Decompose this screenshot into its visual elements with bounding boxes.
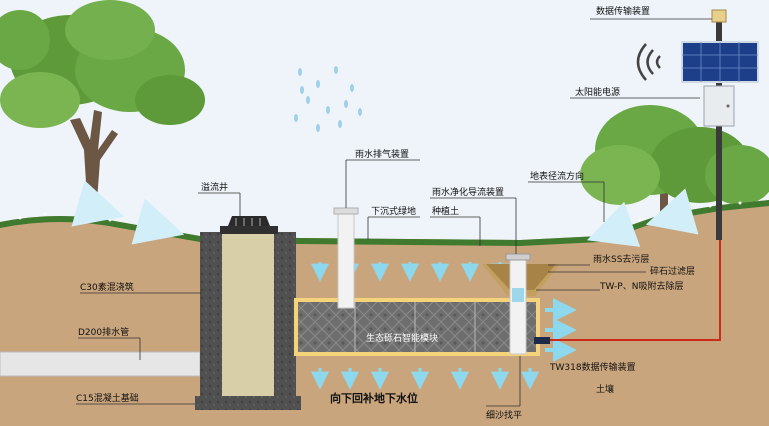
- label-groundwater-recharge: 向下回补地下水位: [330, 391, 418, 405]
- label-planting-soil: 种植土: [432, 205, 459, 217]
- d200-drain-pipe: [0, 351, 201, 377]
- label-eco-smart-module: 生态砾石智能模块: [366, 332, 438, 344]
- leader-lines: [76, 18, 712, 407]
- rain-drops-icon: [294, 66, 362, 132]
- rain-purify-diversion-device: [482, 253, 560, 355]
- label-c15-concrete-foundation: C15混凝土基础: [76, 392, 139, 404]
- surface-runoff-arrows: [71, 180, 699, 247]
- tw318-sensor: [534, 337, 550, 344]
- rain-exhaust-device: [333, 207, 359, 309]
- label-c30-concrete-pouring: C30素混浇筑: [80, 281, 134, 293]
- label-tw318-data-device: TW318数据传输装置: [549, 361, 636, 373]
- wireless-signal-icon: [636, 43, 661, 81]
- label-surface-runoff-direction: 地表径流方向: [530, 170, 584, 182]
- label-gravel-filter-layer: 碎石过滤层: [650, 265, 695, 277]
- label-fine-sand-leveling: 细沙找平: [486, 409, 522, 421]
- outflow-arrows: [545, 298, 577, 362]
- overflow-well: [195, 216, 301, 410]
- label-d200-drain-pipe: D200排水管: [78, 326, 129, 338]
- data-cable: [550, 225, 721, 341]
- label-overflow-well: 溢流井: [201, 181, 228, 193]
- label-rain-exhaust-device: 雨水排气装置: [355, 148, 409, 160]
- label-rain-ss-removal-layer: 雨水SS去污层: [593, 253, 649, 265]
- left-tree: [0, 0, 205, 215]
- eco-smart-module: [294, 298, 540, 356]
- label-data-transmission-device: 数据传输装置: [596, 5, 650, 17]
- right-tree: [580, 105, 769, 220]
- label-solar-panel: 太阳能电源: [575, 86, 620, 98]
- label-sunken-green-space: 下沉式绿地: [371, 205, 416, 217]
- monitoring-station: [681, 9, 759, 240]
- label-soil: 土壤: [596, 383, 614, 395]
- label-tw-pn-removal-layer: TW-P、N吸附去除层: [599, 280, 683, 292]
- label-rain-purify-diversion-device: 雨水净化导流装置: [432, 186, 504, 198]
